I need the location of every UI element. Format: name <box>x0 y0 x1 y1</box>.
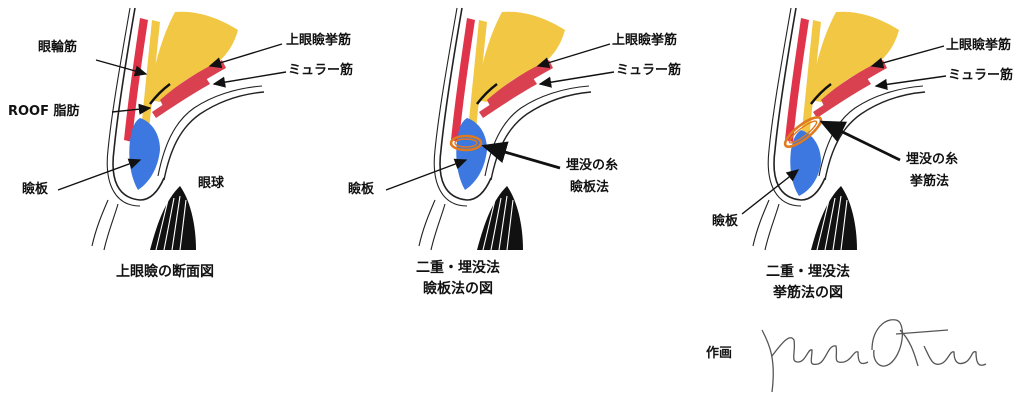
label-eyeball: 眼球 <box>198 176 225 191</box>
label-roof: ROOF 脂肪 <box>8 104 80 119</box>
suture-loop-tarsal <box>449 134 483 152</box>
label-levator-method: 挙筋法 <box>910 174 950 189</box>
panel-2-caption: 二重・埋没法 瞼板法の図 <box>388 258 528 300</box>
label-levator: 上眼瞼挙筋 <box>612 33 678 48</box>
signature-icon <box>761 319 987 393</box>
panel-2-caption-line-1: 二重・埋没法 <box>416 260 500 276</box>
label-muller: ミュラー筋 <box>616 63 682 78</box>
panel-1-caption-line: 上眼瞼の断面図 <box>116 264 214 280</box>
panel-3-caption: 二重・埋没法 挙筋法の図 <box>738 262 878 304</box>
label-orbicularis: 眼輪筋 <box>38 40 78 55</box>
credit-label: 作画 <box>706 346 733 361</box>
panel-2-caption-line-2: 瞼板法の図 <box>423 281 493 297</box>
panel-2-tarsal-method <box>385 7 615 251</box>
suture-loop-levator <box>783 116 823 148</box>
label-levator: 上眼瞼挙筋 <box>286 33 352 48</box>
label-tarsus: 瞼板 <box>348 182 375 197</box>
panel-3-levator-method <box>741 7 947 251</box>
label-muller: ミュラー筋 <box>948 68 1014 83</box>
label-levator: 上眼瞼挙筋 <box>946 38 1012 53</box>
label-muller: ミュラー筋 <box>288 63 354 78</box>
panel-3-caption-line-2: 挙筋法の図 <box>773 285 843 301</box>
label-suture-thread: 埋没の糸 <box>906 152 959 167</box>
label-tarsus: 瞼板 <box>22 182 49 197</box>
panel-1-cross-section <box>57 7 287 251</box>
label-tarsal-method: 瞼板法 <box>570 180 610 195</box>
panel-3-caption-line-1: 二重・埋没法 <box>766 264 850 280</box>
label-suture-thread: 埋没の糸 <box>566 158 619 173</box>
label-tarsus: 瞼板 <box>712 214 739 229</box>
panel-1-caption: 上眼瞼の断面図 <box>95 262 235 283</box>
